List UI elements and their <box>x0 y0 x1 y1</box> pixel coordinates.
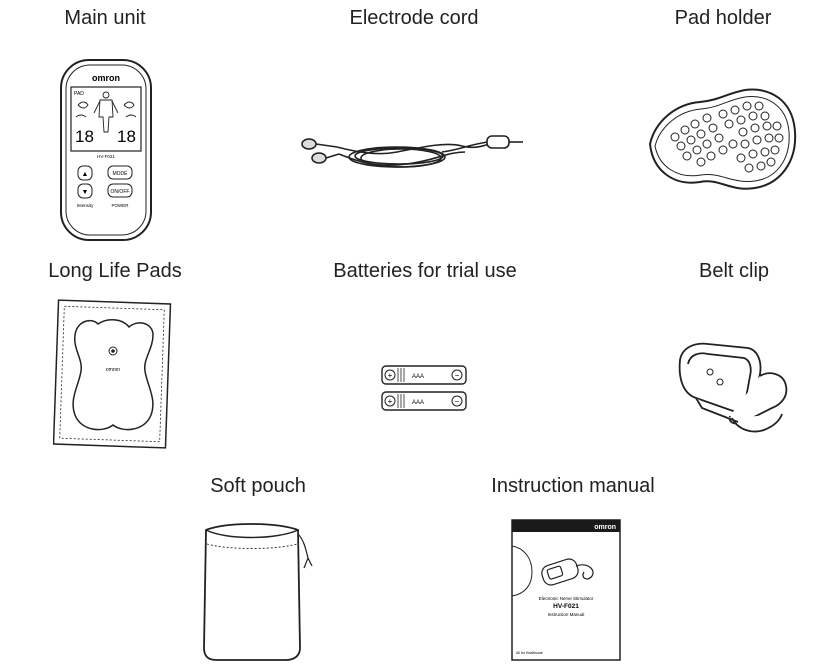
main-unit-illustration: omron PAD 18 18 HV-F021 ▲ ▼ MODE ON/OFF … <box>60 59 152 241</box>
device-up-button: ▲ <box>82 171 89 178</box>
svg-text:−: − <box>455 397 460 406</box>
long-life-pads-illustration: omron <box>53 299 172 449</box>
batteries-illustration: + − AAA + − AAA <box>381 365 467 411</box>
manual-brand: omron <box>594 524 616 531</box>
label-pad-holder: Pad holder <box>674 7 772 29</box>
label-main-unit: Main unit <box>64 7 146 29</box>
svg-text:−: − <box>455 371 460 380</box>
manual-device-image <box>541 558 594 586</box>
device-mode-button: MODE <box>113 171 129 177</box>
instruction-manual-illustration: omron Electronic Nerve Stimulator HV-F02… <box>511 519 621 661</box>
manual-model: HV-F021 <box>553 603 579 610</box>
belt-clip-illustration <box>678 342 788 433</box>
label-soft-pouch: Soft pouch <box>210 475 306 497</box>
electrode-cord-illustration <box>301 135 523 168</box>
battery-2-label: AAA <box>412 400 424 406</box>
label-electrode-cord: Electrode cord <box>349 7 479 29</box>
battery-2: + − AAA <box>381 391 467 411</box>
label-batteries: Batteries for trial use <box>333 260 517 282</box>
device-brand: omron <box>92 73 120 83</box>
device-pad-indicator: PAD <box>74 91 84 97</box>
device-digits-left: 18 <box>75 127 94 146</box>
device-intensity-label: Intensity <box>77 203 95 208</box>
device-model: HV-F021 <box>97 154 115 159</box>
svg-text:+: + <box>388 397 393 406</box>
manual-footer: All for Healthcare <box>516 651 543 655</box>
device-power-label: POWER <box>111 203 129 208</box>
pad-brand-text: omron <box>106 367 120 373</box>
battery-1: + − AAA <box>381 365 467 385</box>
soft-pouch-illustration <box>203 523 313 661</box>
pad-holder-illustration <box>648 88 797 190</box>
manual-subtitle: Electronic Nerve Stimulator <box>539 596 594 601</box>
pad-holder-dots <box>670 101 784 173</box>
device-digits-right: 18 <box>117 127 136 146</box>
body-figure-icon <box>75 91 137 133</box>
manual-title: Instruction Manual <box>548 612 585 617</box>
label-instruction-manual: Instruction manual <box>491 475 655 497</box>
svg-text:+: + <box>388 371 393 380</box>
label-belt-clip: Belt clip <box>698 260 770 282</box>
device-down-button: ▼ <box>82 189 89 196</box>
label-long-life-pads: Long Life Pads <box>48 260 182 282</box>
battery-1-label: AAA <box>412 374 424 380</box>
device-onoff-button: ON/OFF <box>111 189 130 195</box>
